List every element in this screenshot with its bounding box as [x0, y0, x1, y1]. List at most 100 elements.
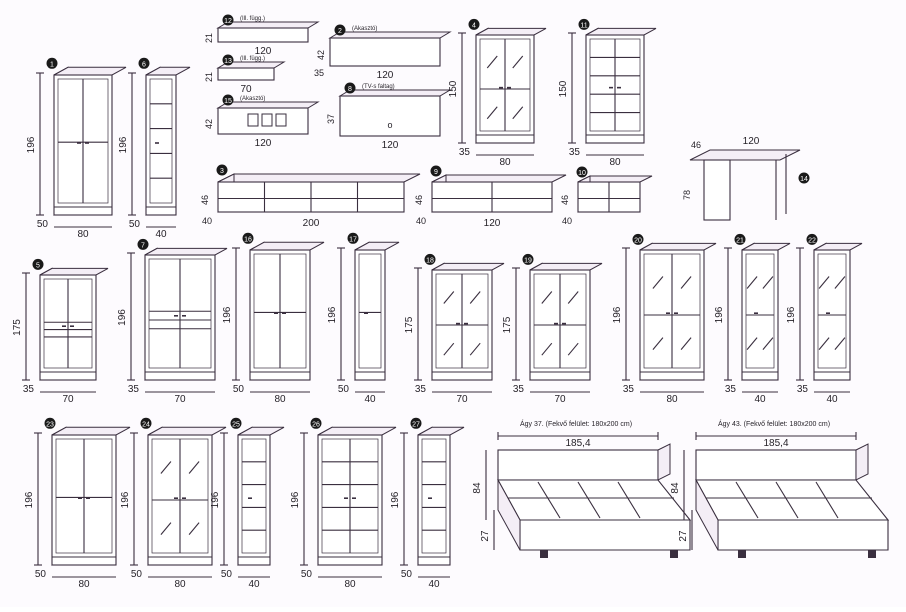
dim-height: 196: [210, 491, 221, 508]
dim-height: 46: [200, 195, 210, 205]
dim-width: 80: [174, 579, 186, 590]
dim-width: 120: [382, 140, 399, 151]
dim-depth: 35: [623, 384, 635, 395]
dim-height: 196: [390, 491, 401, 508]
item-number: 22: [808, 237, 816, 244]
dim-height: 175: [502, 316, 513, 333]
dim-width: 70: [174, 394, 186, 405]
item-number: 21: [736, 237, 744, 244]
dim-height: 46: [414, 195, 424, 205]
item-number-badge: [137, 238, 149, 250]
item-note: (Akasztó): [240, 96, 265, 102]
item-number-badge: [344, 82, 356, 94]
item-number-badge: [798, 172, 810, 184]
dim-depth: 40: [202, 216, 212, 226]
item-number: 19: [524, 257, 532, 264]
dim-height: 21: [204, 33, 214, 43]
item-number: 15: [224, 98, 232, 105]
item-number: 3: [220, 168, 224, 175]
dim-width: 40: [754, 394, 766, 405]
dim-width: 80: [609, 157, 621, 168]
item-number-badge: [222, 14, 234, 26]
dim-height: 196: [120, 491, 131, 508]
dim-depth: 35: [314, 68, 324, 78]
bed-dim-height: 84: [670, 482, 681, 494]
item-note: (Ill. függ.): [240, 16, 265, 22]
dim-depth: 40: [562, 216, 572, 226]
dim-height: 196: [290, 491, 301, 508]
dim-width: 80: [77, 229, 89, 240]
bed-dim-frame: 27: [678, 530, 689, 542]
item-number-badge: [222, 54, 234, 66]
bed-dim-width: 185,4: [565, 438, 590, 449]
dim-depth: 50: [35, 569, 47, 580]
dim-height: 196: [786, 306, 797, 323]
item-note: (Akasztó): [352, 26, 377, 32]
dim-height: 78: [682, 190, 692, 200]
dim-width: 120: [484, 218, 501, 229]
item-number: 18: [426, 257, 434, 264]
dim-depth: 35: [128, 384, 140, 395]
dim-width: 40: [364, 394, 376, 405]
dim-height: 46: [560, 195, 570, 205]
dim-width: 120: [377, 70, 394, 81]
dim-depth: 50: [233, 384, 245, 395]
dim-width: 70: [456, 394, 468, 405]
item-number-badge: [347, 232, 359, 244]
item-note: (TV-s faltag): [362, 84, 395, 90]
dim-depth: 50: [301, 569, 313, 580]
item-number-badge: [632, 233, 644, 245]
dim-depth: 35: [569, 147, 581, 158]
dim-depth: 50: [37, 219, 49, 230]
drawer-knob: o: [387, 120, 392, 130]
dim-height: 196: [612, 306, 623, 323]
item-number-badge: [242, 232, 254, 244]
item-number: 27: [412, 421, 420, 428]
item-number: 4: [472, 22, 476, 29]
dim-height: 175: [404, 316, 415, 333]
dim-height: 196: [714, 306, 725, 323]
item-number-badge: [334, 24, 346, 36]
dim-height: 196: [117, 309, 128, 326]
item-number: 14: [800, 176, 808, 183]
item-number: 20: [634, 237, 642, 244]
item-number-badge: [410, 417, 422, 429]
dim-height: 196: [118, 136, 129, 153]
dim-depth: 35: [725, 384, 737, 395]
item-number-badge: [32, 258, 44, 270]
item-number-badge: [578, 18, 590, 30]
dim-depth: 50: [221, 569, 233, 580]
dim-width: 40: [826, 394, 838, 405]
dim-depth: 35: [459, 147, 471, 158]
bed-title: Ágy 37. (Fekvő felület: 180x200 cm): [520, 419, 632, 428]
dim-height: 196: [222, 306, 233, 323]
dim-width: 70: [62, 394, 74, 405]
bed-dim-width: 185,4: [763, 438, 788, 449]
dim-depth: 50: [338, 384, 350, 395]
dim-height: 175: [12, 319, 23, 336]
dim-width: 40: [248, 579, 260, 590]
bed-2: Ágy 43. (Fekvő felület: 180x200 cm) 185,4…: [670, 419, 890, 558]
dim-height: 196: [327, 306, 338, 323]
dim-height: 196: [26, 136, 37, 153]
dim-width: 40: [155, 229, 167, 240]
item-number: 6: [142, 61, 146, 68]
bed-title: Ágy 43. (Fekvő felület: 180x200 cm): [718, 419, 830, 428]
